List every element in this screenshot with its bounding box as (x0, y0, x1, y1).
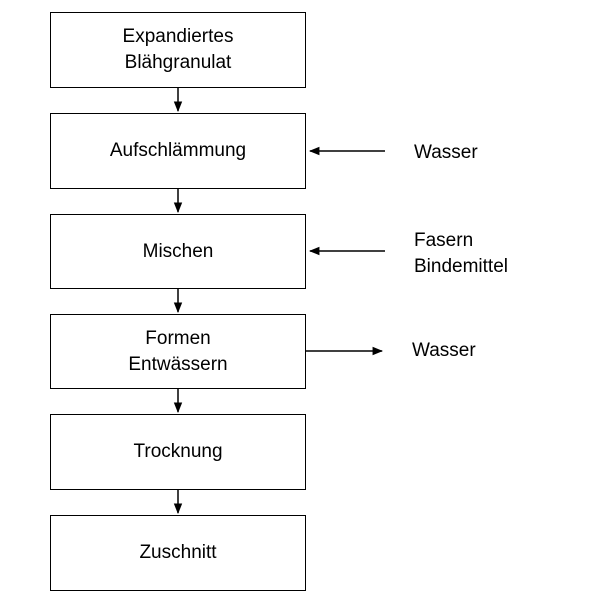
step-label: Zuschnitt (139, 542, 217, 563)
step-label: Formen (145, 327, 211, 349)
input-label-wasser: Wasser (414, 142, 478, 163)
step-expandiertes-blaehgranulat: Expandiertes Blähgranulat (50, 12, 306, 88)
input-label-fasern: Fasern (414, 230, 474, 251)
step-label: Expandiertes (122, 26, 234, 47)
step-mischen: Mischen (50, 214, 306, 289)
step-zuschnitt: Zuschnitt (50, 515, 306, 591)
step-formen-entwaessern: Formen Entwässern (50, 314, 306, 389)
step-trocknung: Trocknung (50, 414, 306, 490)
step-label: Entwässern (128, 353, 228, 375)
step-label: Blähgranulat (124, 52, 232, 73)
step-aufschlaemmung: Aufschlämmung (50, 113, 306, 189)
output-label-wasser: Wasser (412, 340, 476, 361)
input-label-bindemittel: Bindemittel (414, 256, 508, 277)
step-label: Mischen (142, 240, 214, 262)
step-label: Aufschlämmung (109, 140, 247, 161)
step-label: Trocknung (133, 441, 223, 462)
